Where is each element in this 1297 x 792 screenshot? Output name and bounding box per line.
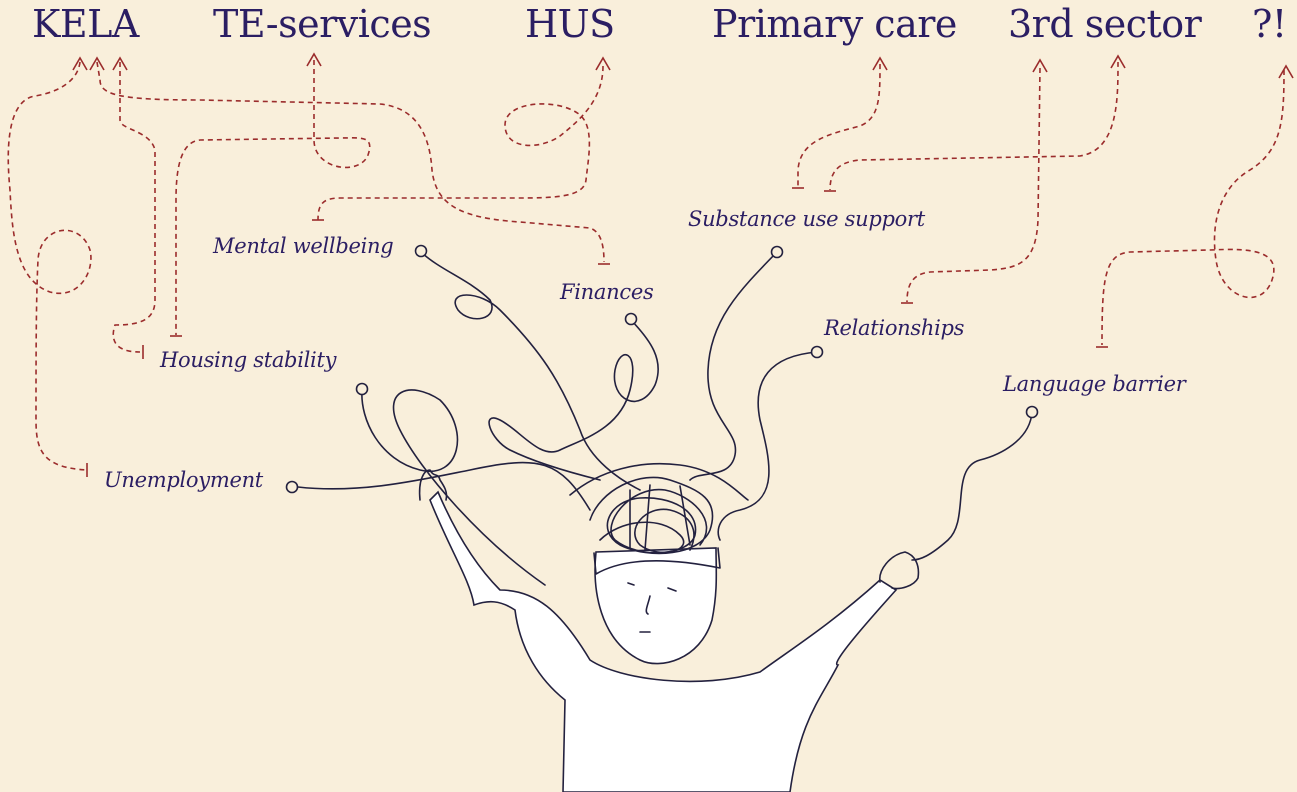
service-hus: HUS [525,2,615,46]
connector-hus-mental [317,65,604,221]
issue-finances: Finances [560,280,654,304]
string-housing [361,389,546,586]
eye-left [627,582,635,586]
arrowhead-hus [595,56,611,71]
anchor-housing [355,382,369,396]
connector-thirdsector-relationships [906,67,1041,303]
anchor-mental [414,244,428,258]
arrowhead-te [306,52,322,67]
issue-language-barrier: Language barrier [1003,372,1186,396]
nose [645,595,651,615]
person-figure [418,469,920,792]
anchor-dots [285,244,1039,494]
body-torso [429,490,898,792]
scribble-1 [589,476,714,555]
scribble-2 [599,508,695,554]
scribble-3 [569,462,749,501]
connector-thirdsector-substance [829,61,1119,191]
anchor-finances [624,312,638,326]
arrowhead-kela-3 [112,56,128,71]
eye-right [667,587,677,592]
anchor-relationships [810,345,824,359]
string-mental [420,251,641,491]
service-te-services: TE-services [213,2,432,46]
arrowhead-primary-care [872,56,888,71]
service-unknown: ?! [1252,2,1287,46]
connector-kela-unemployment [7,61,92,471]
issue-housing-stability: Housing stability [160,348,337,372]
arrowhead-kela-1 [72,56,88,71]
connector-kela-housing [112,62,156,353]
arrowhead-kela-2 [89,56,105,71]
string-substance [689,251,778,481]
anchor-substance [770,245,784,259]
anchor-language [1025,405,1039,419]
arrowhead-third-sector-2 [1110,54,1126,69]
scribble-4 [629,484,691,551]
arrowhead-unknown [1278,64,1294,79]
string-unemployment [297,461,591,511]
headband [593,547,721,575]
string-language [911,411,1033,561]
head [594,547,718,665]
hand-left [418,469,448,501]
string-finances [488,319,659,481]
connector-primarycare-substance [797,63,881,186]
issue-unemployment: Unemployment [104,468,263,492]
arrowhead-third-sector-1 [1032,58,1048,73]
connector-paths [7,52,1294,477]
issue-relationships: Relationships [824,316,965,340]
service-primary-care: Primary care [712,2,957,46]
hand-right [879,551,920,590]
string-relationships [717,351,818,541]
issue-substance-use-support: Substance use support [688,207,925,231]
connector-te-housing [175,60,371,335]
tangled-strings [297,251,1033,586]
issue-mental-wellbeing: Mental wellbeing [213,234,394,258]
connector-unknown-language [1101,69,1285,346]
anchor-unemployment [285,480,299,494]
connector-kela-finances [96,61,605,263]
service-kela: KELA [32,2,139,46]
service-third-sector: 3rd sector [1008,2,1202,46]
